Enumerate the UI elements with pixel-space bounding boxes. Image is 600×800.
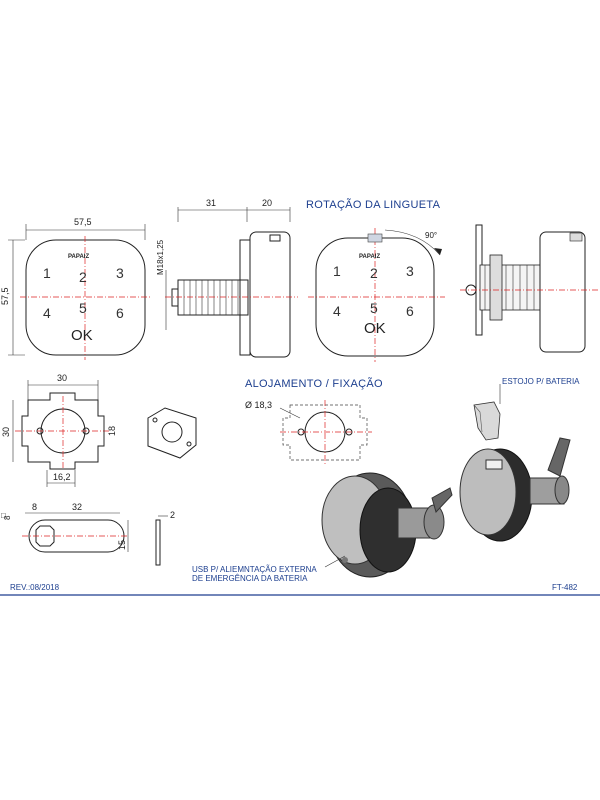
dim-tongue-height: 15 (117, 540, 127, 550)
footer: REV.:08/2018 FT-482 (0, 583, 600, 596)
threaded-shaft (177, 279, 249, 316)
dim-plate-offset: 16,2 (53, 472, 71, 482)
rotation-key-6: 6 (406, 303, 414, 319)
rotation-key-3: 3 (406, 263, 414, 279)
dim-plate-width: 30 (57, 373, 67, 383)
title-battery-case: ESTOJO P/ BATERIA (502, 377, 580, 386)
brand-logo-rotation: PAPAIZ (359, 254, 380, 260)
dim-thread: M18x1,25 (156, 239, 165, 275)
plate-perspective (147, 407, 197, 459)
key-6: 6 (116, 305, 124, 321)
ok-label: OK (71, 327, 93, 344)
dim-front-width: 57,5 (74, 217, 92, 227)
dim-tongue-offset: 8 (32, 502, 37, 512)
dim-tongue-square: 8 (3, 515, 12, 520)
square-symbol: □ (1, 511, 6, 520)
key-3: 3 (116, 265, 124, 281)
rotation-key-1: 1 (333, 263, 341, 279)
usb-note-line-1: USB P/ ALIEMNTAÇÃO EXTERNA (192, 565, 317, 574)
battery-case-group: ESTOJO P/ BATERIA (473, 377, 580, 441)
lock-render-front (321, 472, 453, 578)
battery-case (473, 401, 501, 441)
key-5: 5 (79, 300, 87, 316)
dim-side-right: 20 (262, 198, 272, 208)
dim-side-left: 31 (206, 198, 216, 208)
dim-tongue-thickness: 2 (170, 510, 175, 520)
dim-front-height: 57,5 (0, 287, 10, 305)
mounting-plate (21, 392, 105, 470)
usb-note-line-2: DE EMERGÊNCIA DA BATERIA (192, 574, 308, 583)
key-4: 4 (43, 305, 51, 321)
lock-render-back (459, 437, 571, 542)
dim-tongue-length: 32 (72, 502, 82, 512)
lock-front-body (25, 239, 146, 356)
mounting-plate-view: 30 30 18 16,2 (1, 373, 117, 487)
key-2: 2 (79, 269, 87, 285)
side-view: 31 20 M18x1,25 (156, 198, 298, 358)
dim-plate-height: 30 (1, 427, 11, 437)
rotation-key-2: 2 (370, 265, 378, 281)
title-housing: ALOJAMENTO / FIXAÇÃO (245, 377, 383, 390)
rotation-key-5: 5 (370, 300, 378, 316)
rotation-key-4: 4 (333, 303, 341, 319)
dim-housing-diameter: Ø 18,3 (245, 400, 272, 410)
tongue-plate (28, 519, 125, 553)
rotation-angle: 90° (425, 231, 437, 240)
assembly-side-view (460, 224, 598, 353)
brand-logo: PAPAIZ (68, 254, 89, 260)
housing-view: ALOJAMENTO / FIXAÇÃO Ø 18,3 (245, 377, 383, 466)
title-rotation: ROTAÇÃO DA LINGUETA (306, 198, 441, 211)
rotation-view: ROTAÇÃO DA LINGUETA 90° PAPAIZ 1 2 3 4 5… (306, 198, 445, 362)
usb-note: USB P/ ALIEMNTAÇÃO EXTERNA DE EMERGÊNCIA… (192, 555, 346, 583)
key-1: 1 (43, 265, 51, 281)
drawing-code: FT-482 (552, 583, 578, 592)
tongue-edge (155, 519, 161, 566)
assembly-body (539, 231, 586, 353)
front-view: 57,5 57,5 PAPAIZ 1 2 3 4 5 6 OK (0, 217, 150, 360)
revision-label: REV.:08/2018 (10, 583, 60, 592)
dim-plate-inner: 18 (107, 426, 117, 436)
lock-side-body (249, 231, 291, 358)
tongue-view: □ 8 8 32 15 2 (1, 502, 175, 566)
housing-outline (282, 404, 368, 461)
rotation-ok-label: OK (364, 320, 386, 337)
